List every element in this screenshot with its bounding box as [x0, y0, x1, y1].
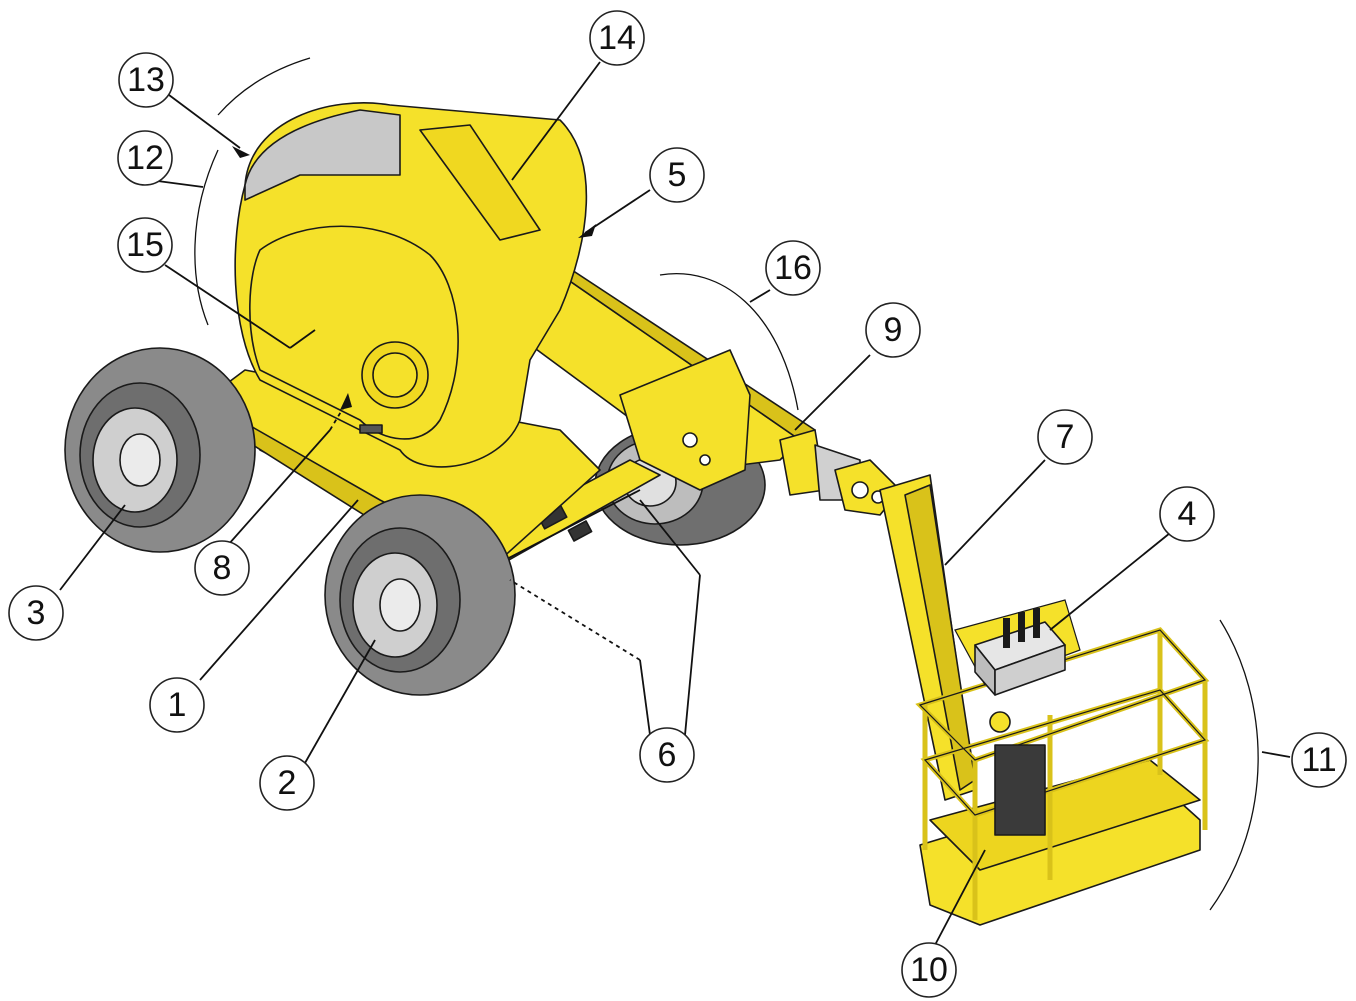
callout-2: 2	[259, 755, 315, 811]
callout-14: 14	[589, 10, 645, 66]
callout-1: 1	[149, 677, 205, 733]
callout-8-label: 8	[213, 549, 232, 587]
leader-16	[749, 289, 771, 303]
callout-16: 16	[765, 240, 821, 296]
platform-basket	[915, 599, 1210, 926]
callout-9-label: 9	[884, 311, 903, 349]
arc-group-12-lower	[194, 149, 219, 326]
leader-6a-dash	[509, 579, 641, 661]
callout-13: 13	[118, 52, 174, 108]
leader-15	[164, 264, 291, 349]
callout-15-label: 15	[126, 226, 164, 264]
leader-1	[199, 499, 359, 681]
callout-16-label: 16	[774, 249, 812, 287]
rear-left-wheel	[64, 347, 256, 553]
callout-10: 10	[901, 942, 957, 998]
callout-7: 7	[1037, 409, 1093, 465]
leader-6a	[639, 659, 651, 736]
leader-5	[584, 189, 651, 234]
callout-13-label: 13	[127, 61, 165, 99]
leader-9	[794, 354, 871, 431]
leader-6b	[684, 574, 701, 736]
leader-8	[227, 429, 331, 546]
leader-3	[59, 504, 126, 591]
front-left-wheel	[324, 494, 516, 696]
leader-4	[1049, 532, 1171, 631]
callout-1-label: 1	[168, 686, 187, 724]
callout-5: 5	[649, 147, 705, 203]
arrow-5	[578, 224, 596, 238]
arc-group-12-upper	[217, 57, 311, 116]
callout-10-label: 10	[910, 951, 948, 989]
callout-3-label: 3	[27, 594, 46, 632]
callout-4-label: 4	[1178, 495, 1197, 533]
arc-group-11	[1209, 619, 1259, 911]
callout-4: 4	[1159, 486, 1215, 542]
arrow-8	[340, 393, 352, 410]
leader-6b-end	[639, 499, 701, 576]
callout-9: 9	[865, 302, 921, 358]
callout-15: 15	[117, 217, 173, 273]
arc-group-16	[659, 273, 799, 411]
callout-3: 3	[8, 585, 64, 641]
turret-hood	[234, 102, 588, 468]
machine-illustration	[64, 102, 1210, 926]
bracket-arcs	[194, 57, 1259, 911]
callout-8: 8	[194, 540, 250, 596]
callout-5-label: 5	[668, 156, 687, 194]
leader-15b	[289, 329, 316, 349]
callout-11-label: 11	[1301, 741, 1336, 779]
callout-2-label: 2	[278, 764, 297, 802]
leader-7	[944, 459, 1046, 566]
leader-2	[304, 639, 376, 764]
callout-6: 6	[639, 727, 695, 783]
callouts: 1 2 3 4 5 6 7 8	[8, 10, 1347, 998]
callout-14-label: 14	[598, 19, 636, 57]
leader-10	[934, 849, 986, 946]
leader-14	[511, 61, 601, 181]
callout-12-label: 12	[126, 139, 164, 177]
leader-13	[164, 91, 241, 149]
leader-11	[1261, 751, 1291, 758]
control-console	[954, 599, 1081, 696]
callout-11: 11	[1291, 732, 1347, 788]
callout-12: 12	[117, 130, 173, 186]
callout-7-label: 7	[1056, 418, 1075, 456]
leader-lines	[59, 61, 1291, 946]
callout-6-label: 6	[658, 736, 677, 774]
arrow-13	[232, 146, 250, 158]
jib-boom	[779, 429, 976, 801]
